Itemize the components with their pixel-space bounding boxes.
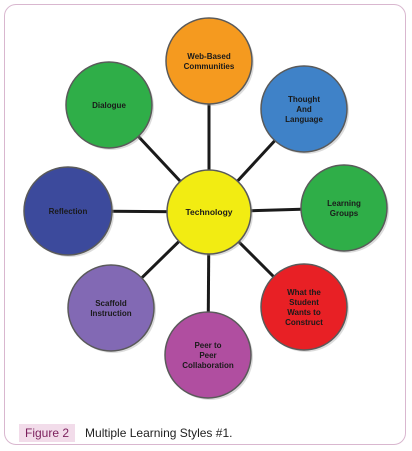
node-circle — [260, 65, 348, 153]
figure-caption-text: Multiple Learning Styles #1. — [85, 426, 233, 440]
node-circle — [65, 61, 153, 149]
node-label-dialogue: Dialogue — [92, 101, 126, 110]
node-circle — [23, 166, 113, 256]
center-label: Technology — [185, 207, 232, 217]
node-circle — [67, 264, 155, 352]
node-dialogue: Dialogue — [65, 61, 154, 150]
node-circle — [165, 17, 253, 105]
figure-number: Figure 2 — [19, 424, 76, 442]
center-circle — [166, 169, 252, 255]
figure-caption: Figure 2 Multiple Learning Styles #1. — [19, 424, 232, 442]
node-label-reflection: Reflection — [49, 207, 88, 216]
node-circle — [164, 311, 252, 399]
node-technology: Technology — [166, 169, 253, 256]
node-circle — [260, 263, 348, 351]
node-circle — [300, 164, 388, 252]
node-reflection: Reflection — [23, 166, 114, 257]
